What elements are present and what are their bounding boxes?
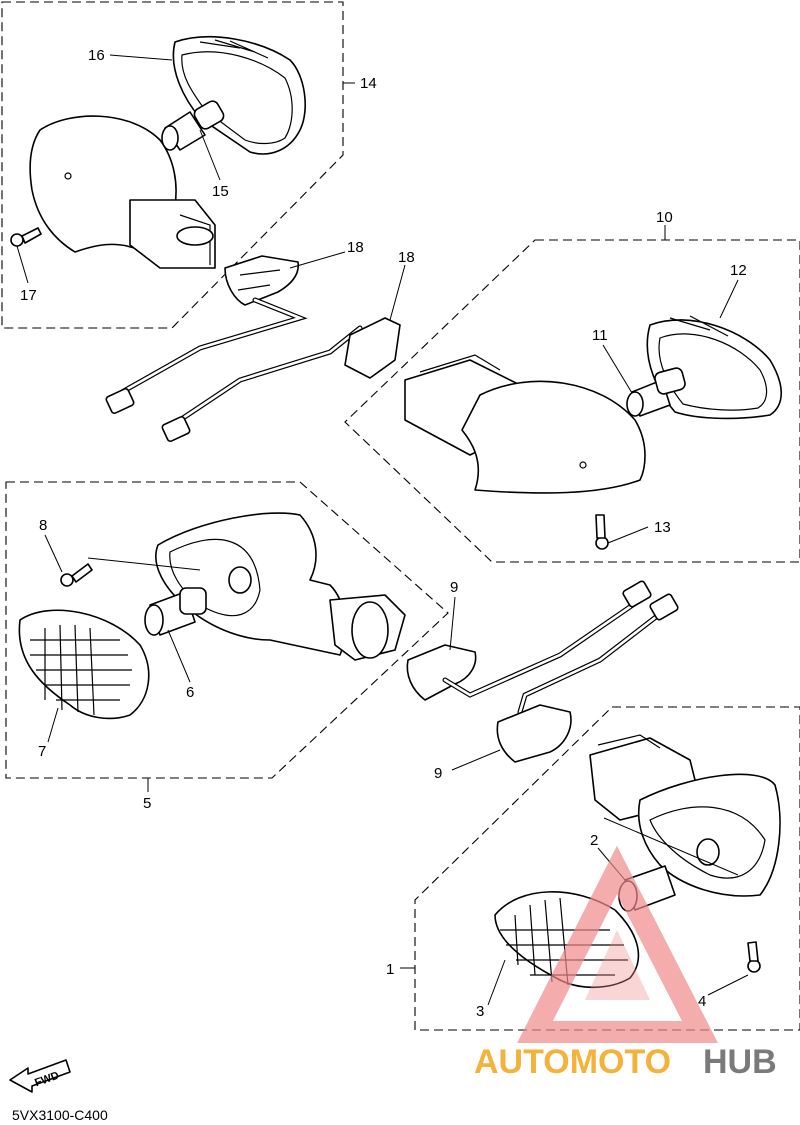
watermark-brand-orange: AUTOMOTO (474, 1043, 671, 1081)
label-15: 15 (212, 183, 229, 200)
label-6: 6 (186, 684, 194, 701)
turn-signal-front-right (589, 734, 781, 897)
watermark-brand-gray: HUB (703, 1043, 777, 1081)
turn-signal-rear-right (404, 354, 646, 494)
group-box-14 (1, 1, 344, 329)
harness-left (105, 297, 363, 443)
label-9-lower: 9 (434, 765, 442, 782)
turn-signal-rear-left (29, 115, 216, 269)
label-9-upper: 9 (450, 579, 458, 596)
label-5: 5 (143, 795, 151, 812)
label-18-right: 18 (398, 249, 415, 266)
label-1: 1 (386, 961, 394, 978)
label-13: 13 (654, 519, 671, 536)
label-11: 11 (592, 327, 608, 344)
label-3: 3 (476, 1003, 484, 1020)
label-12: 12 (730, 262, 747, 279)
label-8: 8 (39, 517, 47, 534)
group-box-5 (5, 481, 449, 779)
label-18-left: 18 (347, 239, 364, 256)
fwd-arrow-icon: FWD (9, 1059, 71, 1093)
part-labels: 1 2 3 4 5 6 7 8 9 9 10 11 12 13 14 15 16… (20, 47, 747, 1020)
leader-lines (16, 54, 749, 1006)
diagram-part-code: 5VX3100-C400 (12, 1107, 108, 1123)
label-17: 17 (20, 287, 37, 304)
harness-middle (442, 580, 679, 715)
screw-8 (60, 563, 93, 587)
watermark-triangle-logo (517, 845, 718, 1043)
label-14: 14 (360, 75, 377, 92)
label-7: 7 (38, 743, 46, 760)
group-box-10 (344, 239, 800, 563)
screw-4 (747, 941, 761, 973)
label-4: 4 (698, 993, 706, 1010)
bracket-9-lower (496, 704, 572, 763)
label-2: 2 (590, 832, 598, 849)
lens-7 (18, 609, 150, 720)
automotohub-watermark: AUTOMOTO HUB (474, 845, 777, 1081)
bulb-6 (144, 587, 207, 636)
lens-16 (172, 36, 306, 155)
bulb-15 (161, 100, 225, 151)
label-16: 16 (88, 47, 105, 64)
turn-signal-front-left (155, 512, 406, 661)
label-10: 10 (656, 209, 673, 226)
bracket-18-right (344, 317, 401, 379)
screw-17 (10, 227, 42, 247)
screw-13 (595, 514, 609, 550)
bulb-11 (626, 367, 686, 417)
